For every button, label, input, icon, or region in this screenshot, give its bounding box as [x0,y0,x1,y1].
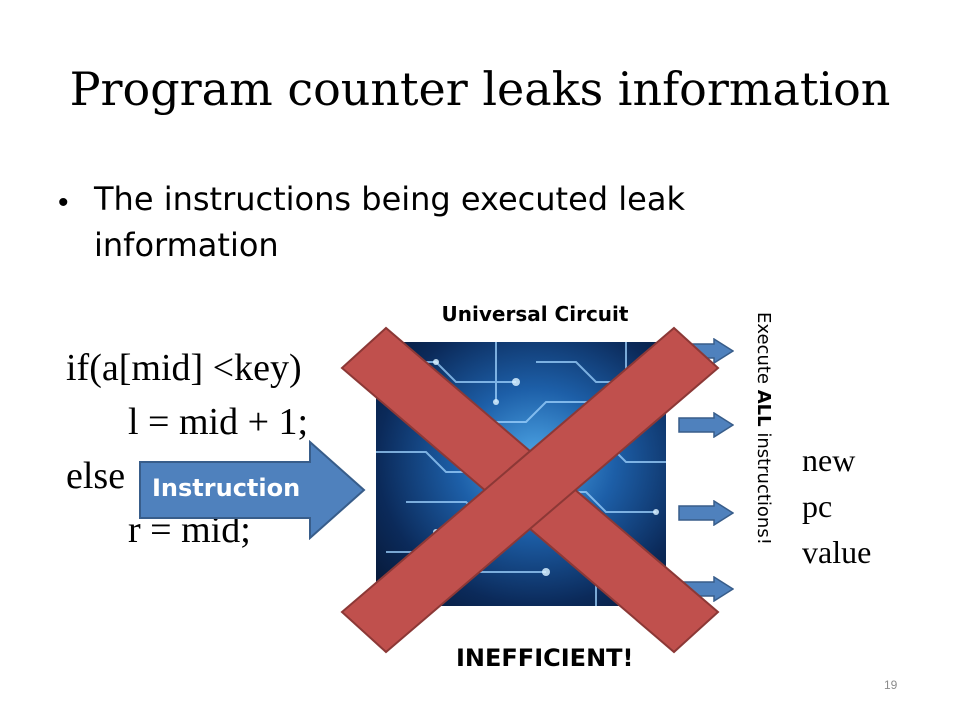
code-line-assign-l: l = mid + 1; [128,401,309,443]
instruction-label: Instruction [152,474,301,502]
bullet-text: The instructions being executed leak inf… [94,180,685,264]
output-arrow-2 [678,412,734,438]
bullet-dot: • [58,186,69,219]
pc-label-pc: pc [802,488,833,524]
code-line-else: else [66,455,126,497]
instruction-arrow [139,440,366,540]
cross-mark [340,326,720,654]
pc-label-value: value [802,534,872,570]
execute-suffix: instructions! [753,426,774,545]
output-arrow-3 [678,500,734,526]
inefficient-label: INEFFICIENT! [456,644,634,672]
slide-title: Program counter leaks information [69,62,891,116]
pc-label-new: new [802,442,856,478]
code-line-if: if(a[mid] <key) [66,347,302,389]
execute-all-label: Execute ALL instructions! [748,312,774,638]
circuit-title: Universal Circuit [441,302,629,326]
execute-prefix: Execute [753,312,774,390]
page-number: 19 [884,678,898,692]
execute-bold: ALL [753,389,774,427]
